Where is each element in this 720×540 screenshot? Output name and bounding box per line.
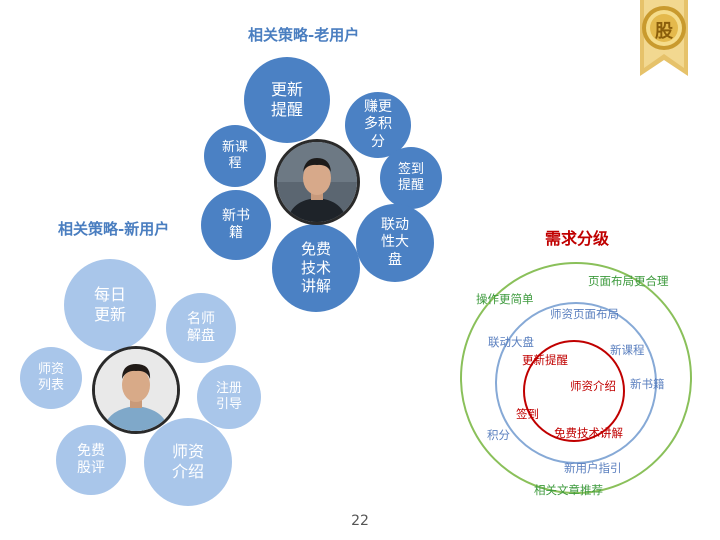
bubble-daily-update: 每日更新 (64, 259, 156, 351)
bubble-famous-teacher: 名师解盘 (166, 293, 236, 363)
label-new-user-guide: 新用户指引 (564, 461, 622, 475)
avatar-new-user (92, 346, 180, 434)
bubble-teacher-intro: 师资介绍 (144, 418, 232, 506)
label-new-books: 新书籍 (630, 377, 665, 391)
bubble-register-guide: 注册引导 (197, 365, 261, 429)
label-update-reminder: 更新提醒 (522, 353, 568, 367)
bubble-free-tech-explain: 免费技术讲解 (272, 224, 360, 312)
bubble-new-course: 新课程 (204, 125, 266, 187)
bubble-linked-market: 联动性大盘 (356, 204, 434, 282)
bubble-free-review: 免费股评 (56, 425, 126, 495)
heading-new-users: 相关策略-新用户 (58, 220, 170, 238)
label-teacher-page-layout: 师资页面布局 (550, 307, 619, 321)
bubble-new-books: 新书籍 (201, 190, 271, 260)
bubble-checkin-reminder: 签到提醒 (380, 147, 442, 209)
badge-char: 股 (655, 21, 673, 42)
bubble-teacher-list: 师资列表 (20, 347, 82, 409)
ring-outer-green (460, 262, 692, 494)
label-linked-market: 联动大盘 (488, 335, 534, 349)
label-new-course: 新课程 (610, 343, 645, 357)
label-related-articles: 相关文章推荐 (534, 483, 603, 497)
label-points: 积分 (487, 428, 510, 442)
label-checkin: 签到 (516, 407, 539, 421)
heading-old-users: 相关策略-老用户 (248, 26, 360, 44)
label-simpler-operation: 操作更简单 (476, 292, 534, 306)
label-free-tech-explain: 免费技术讲解 (554, 426, 623, 440)
page-number: 22 (351, 513, 369, 529)
bubble-update-reminder: 更新提醒 (244, 57, 330, 143)
bubble-earn-points: 赚更多积分 (345, 92, 411, 158)
heading-demand-levels: 需求分级 (545, 229, 610, 248)
ring-inner-red (523, 340, 625, 442)
ring-middle-blue (495, 302, 657, 464)
label-page-layout: 页面布局更合理 (588, 274, 669, 288)
label-teacher-intro: 师资介绍 (570, 379, 616, 393)
avatar-old-user (274, 139, 360, 225)
badge-ribbon-icon: 股 (636, 0, 692, 78)
